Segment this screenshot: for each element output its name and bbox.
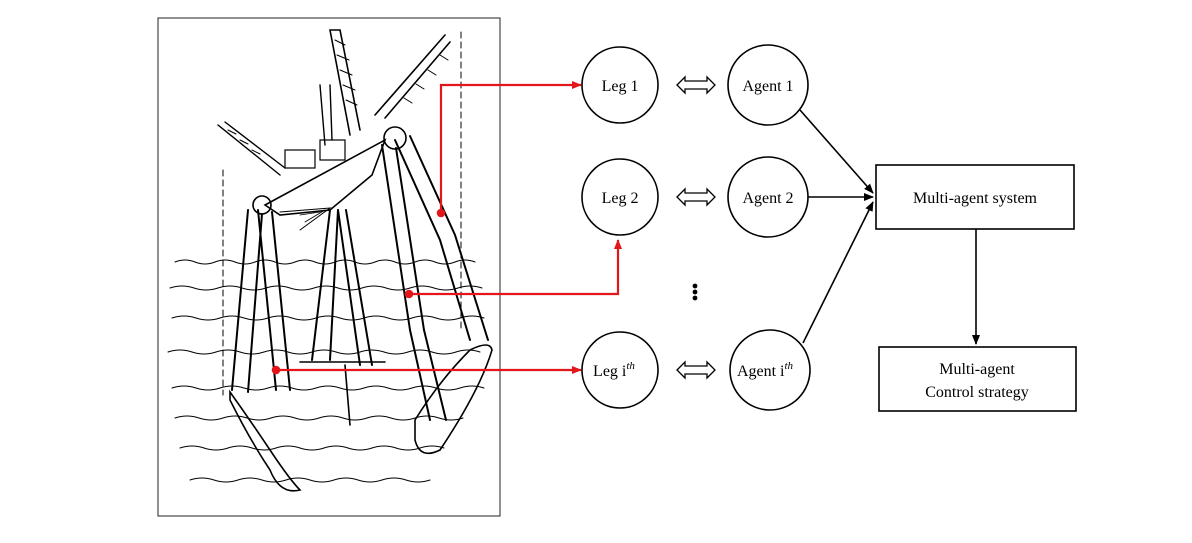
leg-2-label: Leg 2 [602, 190, 639, 207]
leg-node-1: Leg 1 [581, 46, 659, 124]
leg-i-label: Leg ith [593, 360, 635, 380]
link-leg-1 [439, 81, 582, 213]
control-strategy-box: Multi-agent Control strategy [878, 346, 1077, 412]
strategy-box-line-1: Multi-agent [939, 361, 1015, 378]
strategy-box-line-2: Control strategy [925, 384, 1029, 401]
agent-node-2: Agent 2 [727, 156, 809, 238]
link-leg-2-dot [404, 289, 414, 299]
agent-i-label: Agent ith [737, 360, 794, 380]
link-leg-1-dot [436, 208, 446, 218]
double-arrows [676, 75, 716, 380]
double-arrow-i [676, 360, 716, 380]
agent-to-system-arrows [799, 109, 980, 345]
leg-1-label: Leg 1 [602, 78, 639, 95]
link-leg-2 [409, 239, 622, 296]
vertical-ellipsis-icon [692, 283, 698, 301]
agent-node-i: Agent ith [729, 329, 811, 411]
multi-agent-system-box: Multi-agent system [875, 164, 1075, 230]
leg-node-i: Leg ith [581, 331, 659, 409]
sketch-frame [157, 17, 501, 517]
system-box-label: Multi-agent system [913, 190, 1038, 207]
offshore-platform-sketch [157, 17, 501, 517]
double-arrow-2 [676, 187, 716, 207]
red-leg-links [271, 81, 622, 375]
double-arrow-1 [676, 75, 716, 95]
arrow-agent-1-system [799, 109, 874, 194]
agent-2-label: Agent 2 [742, 190, 793, 207]
agent-1-label: Agent 1 [742, 78, 793, 95]
agent-node-1: Agent 1 [727, 44, 809, 126]
arrow-agent-i-system [802, 201, 874, 344]
link-leg-i-dot [271, 365, 281, 375]
leg-node-2: Leg 2 [581, 158, 659, 236]
